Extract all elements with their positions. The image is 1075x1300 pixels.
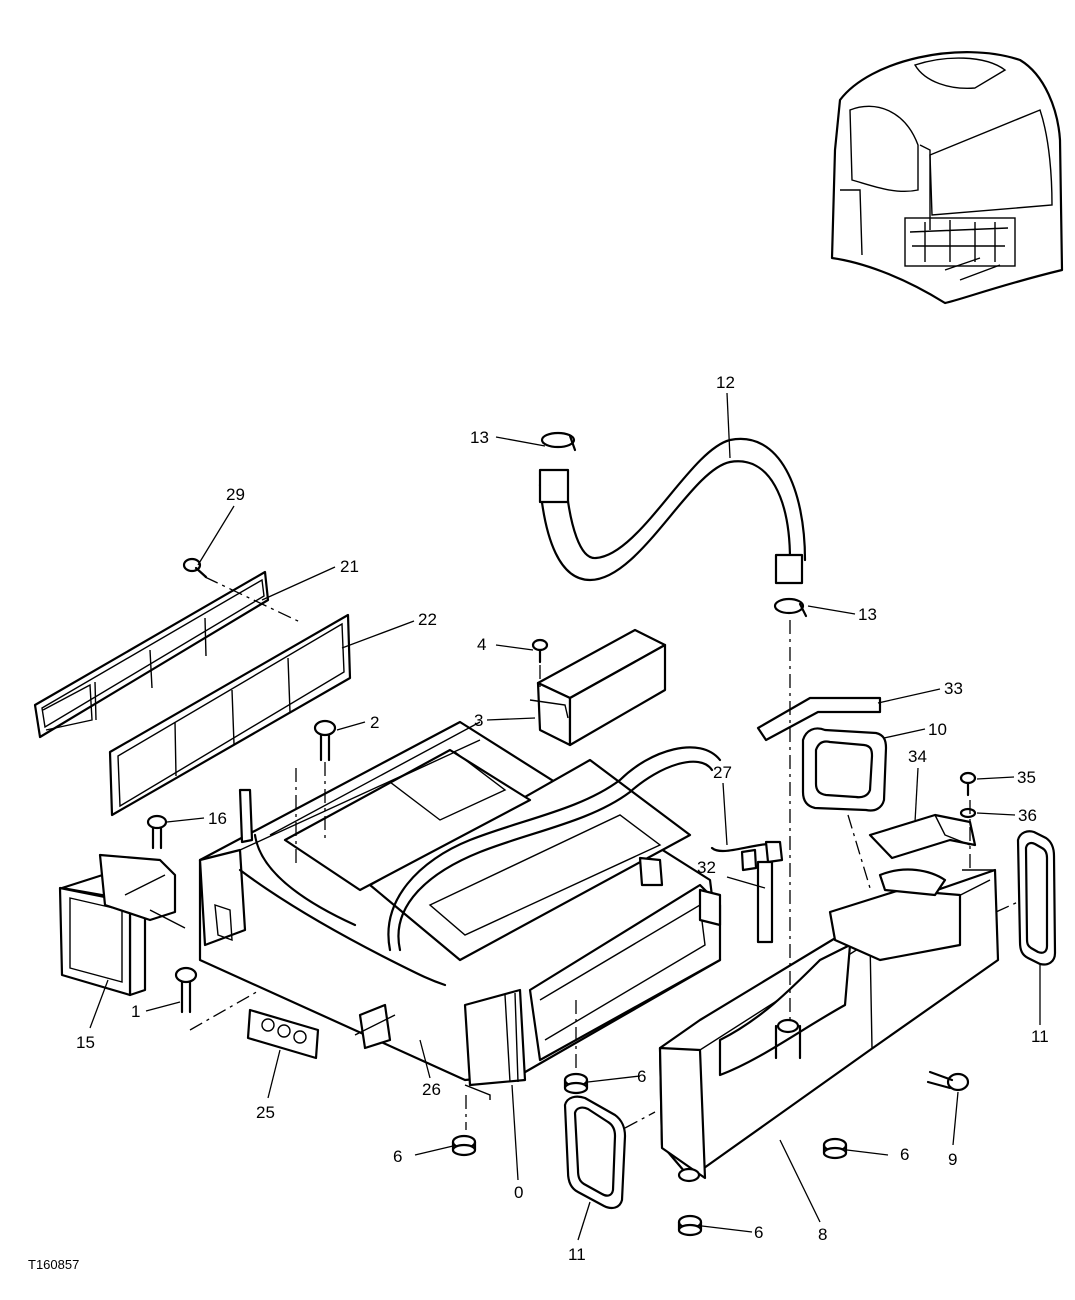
callout-6-b: 6 xyxy=(393,1147,402,1166)
callout-6-a: 6 xyxy=(637,1067,646,1086)
actuator-15 xyxy=(58,853,186,997)
screw-35 xyxy=(959,771,977,797)
figure-id: T160857 xyxy=(28,1257,79,1272)
resistor-25 xyxy=(246,1008,320,1060)
callout-3: 3 xyxy=(474,711,483,730)
callout-21: 21 xyxy=(340,557,359,576)
callout-33: 33 xyxy=(944,679,963,698)
seal-33 xyxy=(756,696,882,742)
callout-27: 27 xyxy=(713,763,732,782)
callout-13-top: 13 xyxy=(470,428,489,447)
callout-0: 0 xyxy=(514,1183,523,1202)
bolt-1 xyxy=(174,966,198,1014)
callout-16: 16 xyxy=(208,809,227,828)
bolt-9 xyxy=(926,1070,970,1092)
grommet-6-c xyxy=(822,1137,848,1160)
callout-8: 8 xyxy=(818,1225,827,1244)
callout-34: 34 xyxy=(908,747,927,766)
callout-6-c: 6 xyxy=(900,1145,909,1164)
bolt-2 xyxy=(313,719,337,762)
callout-11-bottom: 11 xyxy=(568,1245,586,1264)
grommet-6-d xyxy=(677,1214,703,1237)
callout-labels: 29 21 22 2 4 3 16 1 15 25 26 0 13 12 13 … xyxy=(76,373,1049,1264)
callout-15: 15 xyxy=(76,1033,95,1052)
callout-9: 9 xyxy=(948,1150,957,1169)
duct-8 xyxy=(658,868,1000,1183)
callout-1: 1 xyxy=(131,1002,140,1021)
assembly-centerlines xyxy=(189,576,1019,1130)
callout-4: 4 xyxy=(477,635,486,654)
filter-frame-21 xyxy=(33,570,270,739)
callout-2: 2 xyxy=(370,713,379,732)
hose-12 xyxy=(538,437,807,585)
gasket-10 xyxy=(801,727,888,812)
hvac-housing-0 xyxy=(198,720,722,1100)
seal-32 xyxy=(756,860,774,944)
screw-29 xyxy=(182,557,208,579)
callout-32: 32 xyxy=(697,858,716,877)
callout-26: 26 xyxy=(422,1080,441,1099)
callout-13-bottom: 13 xyxy=(858,605,877,624)
bracket-34 xyxy=(868,813,977,860)
cab-inset-illustration xyxy=(830,51,1064,305)
callout-25: 25 xyxy=(256,1103,275,1122)
callout-6-d: 6 xyxy=(754,1223,763,1242)
callout-29: 29 xyxy=(226,485,245,504)
callout-11-right: 11 xyxy=(1031,1027,1049,1046)
callout-35: 35 xyxy=(1017,768,1036,787)
bolt-16 xyxy=(146,814,168,850)
callout-leaders xyxy=(89,392,1041,1241)
filter-panel-22 xyxy=(108,613,352,817)
callout-22: 22 xyxy=(418,610,437,629)
screw-4 xyxy=(531,638,549,664)
control-module-3 xyxy=(529,628,667,747)
washer-36 xyxy=(959,807,977,819)
hose-27 xyxy=(710,840,784,872)
callout-36: 36 xyxy=(1018,806,1037,825)
grommet-6-a xyxy=(563,1072,589,1095)
hose-clamp-13-bottom xyxy=(773,597,808,618)
callout-12: 12 xyxy=(716,373,735,392)
hose-clamp-13-top xyxy=(540,431,577,452)
gasket-11-bottom xyxy=(563,1095,627,1210)
callout-10: 10 xyxy=(928,720,947,739)
gasket-11-right xyxy=(1016,830,1057,966)
grommet-6-b xyxy=(451,1134,477,1157)
